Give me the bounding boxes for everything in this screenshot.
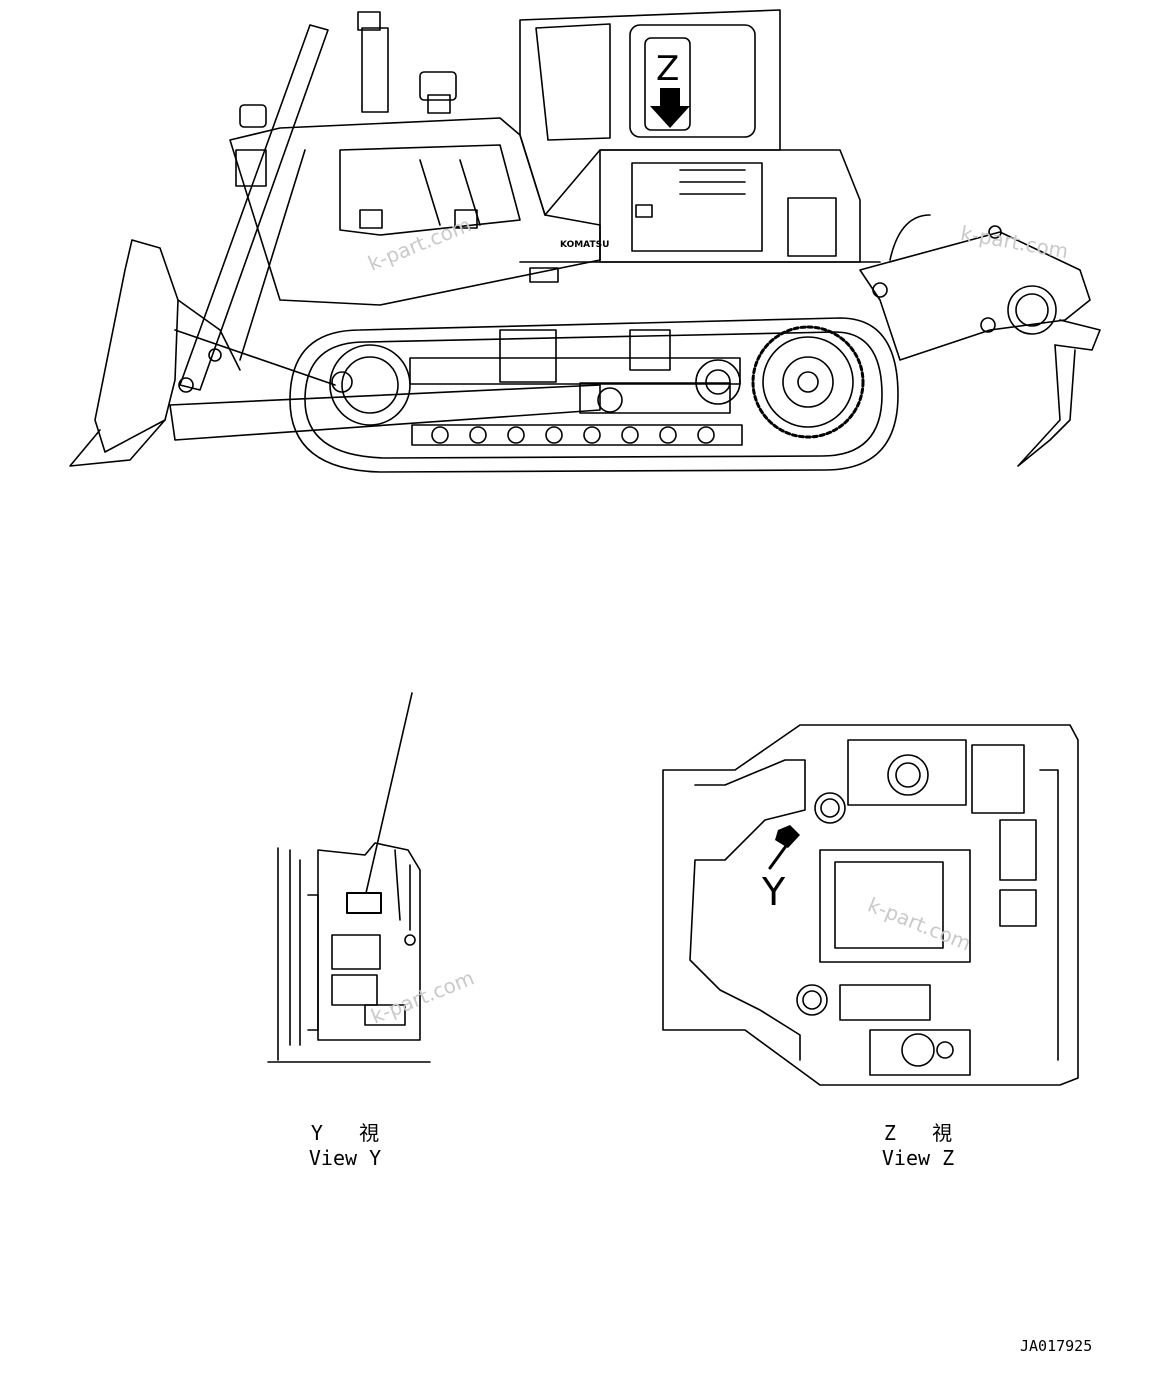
bulldozer-side-view: Z [69,9,1101,473]
engine-hood [229,117,601,306]
front-idler [329,344,411,426]
view-z-plan: Y [662,724,1079,1086]
view-z-marker: Z [656,49,679,89]
exhaust-stack [361,27,389,113]
track-inner [304,331,883,459]
drive-sprocket [695,325,865,439]
drawing-code: JA017925 [1020,1337,1093,1355]
push-arm [169,384,601,441]
brand-label: KOMATSU [560,240,610,250]
leader-line [365,692,413,894]
view-y-arrow [775,825,800,848]
view-z-arrow [650,88,690,128]
track-rollers [411,424,743,446]
rear-ripper [859,214,1101,467]
front-blade [69,24,601,467]
lift-cylinder [179,24,329,391]
view-y-detail [267,692,431,1063]
view-z-caption-en: View Z [881,1146,955,1170]
floor-plate [662,724,1079,1086]
operator-cab [519,9,781,216]
view-y-caption-jp: Y 視 [310,1121,380,1145]
view-y-caption-en: View Y [308,1146,382,1170]
view-y-marker: Y [761,870,786,914]
view-z-caption-jp: Z 視 [883,1121,953,1145]
track-outer [289,317,899,473]
